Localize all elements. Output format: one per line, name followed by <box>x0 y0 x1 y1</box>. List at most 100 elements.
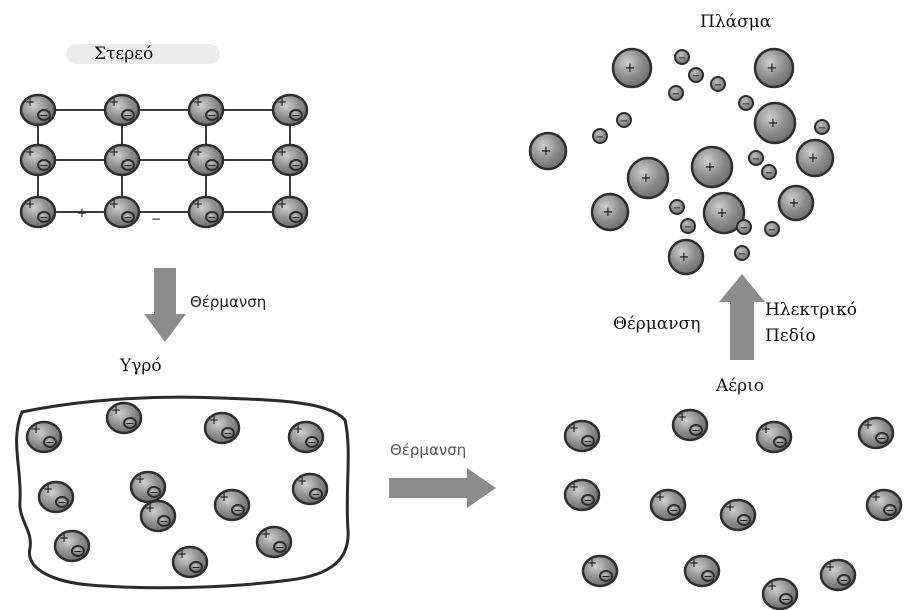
plus-sign: + <box>277 197 287 211</box>
minus-sign: − <box>768 225 776 236</box>
minus-sign: − <box>39 109 48 122</box>
minus-sign: − <box>159 515 168 528</box>
minus-sign: − <box>818 123 826 134</box>
arrow-up-icon <box>719 274 765 360</box>
plus-sign: + <box>43 482 53 496</box>
plus-sign: + <box>603 205 614 220</box>
arrow-down-icon <box>144 268 186 342</box>
plasma-label: Πλάσμα <box>700 12 771 32</box>
plus-sign: + <box>767 579 777 593</box>
plus-sign: + <box>193 145 203 159</box>
minus-sign: − <box>123 211 132 224</box>
minus-sign: − <box>740 223 748 234</box>
minus-sign: − <box>839 574 848 587</box>
minus-sign: − <box>765 168 773 179</box>
heating-down-label: Θέρμανση <box>190 293 266 311</box>
plus-sign: + <box>808 151 819 166</box>
plus-sign: + <box>25 145 35 159</box>
plus-sign: + <box>587 556 597 570</box>
minus-sign: − <box>207 109 216 122</box>
minus-sign: − <box>291 109 300 122</box>
plus-sign: + <box>297 474 307 488</box>
minus-sign: − <box>669 504 678 517</box>
minus-sign: − <box>885 504 894 517</box>
minus-sign: − <box>877 432 886 445</box>
plus-sign: + <box>25 95 35 109</box>
plus-sign: + <box>145 501 155 515</box>
gas-label: Αέριο <box>716 376 764 396</box>
plus-sign: + <box>277 95 287 109</box>
plus-sign: + <box>569 421 579 435</box>
minus-sign: − <box>752 154 760 165</box>
plus-sign: + <box>761 422 771 436</box>
heating-up-label: Θέρμανση <box>613 314 700 334</box>
plus-sign: + <box>109 95 119 109</box>
liquid-label: Υγρό <box>120 356 162 376</box>
plus-sign: + <box>277 145 287 159</box>
minus-sign: − <box>691 424 700 437</box>
minus-sign: − <box>601 570 610 583</box>
heating-right-label: Θέρμανση <box>390 441 466 459</box>
minus-sign: − <box>73 545 82 558</box>
plus-sign: + <box>825 560 835 574</box>
plus-sign: + <box>59 531 69 545</box>
plus-sign: + <box>677 410 687 424</box>
minus-sign: − <box>39 211 48 224</box>
plus-sign: + <box>768 116 779 131</box>
minus-sign: − <box>207 211 216 224</box>
minus-sign: − <box>672 89 680 100</box>
plus-sign: + <box>863 418 873 432</box>
minus-sign: − <box>781 593 790 606</box>
plus-sign: + <box>569 480 579 494</box>
plus-sign: + <box>641 171 652 186</box>
plus-sign: + <box>111 403 121 417</box>
plus-sign: + <box>541 144 552 159</box>
plus-sign: + <box>31 422 41 436</box>
minus-sign: − <box>191 561 200 574</box>
plus-sign: + <box>25 197 35 211</box>
plus-sign: + <box>177 547 187 561</box>
plus-sign: + <box>209 413 219 427</box>
minus-sign: − <box>275 541 284 554</box>
electric-field-label-line2: Πεδίο <box>765 326 816 346</box>
minus-sign: − <box>45 436 54 449</box>
minus-sign: − <box>39 159 48 172</box>
minus-sign: − <box>125 417 134 430</box>
plus-sign: + <box>293 422 303 436</box>
minus-sign: − <box>123 109 132 122</box>
minus-sign: − <box>692 71 700 82</box>
minus-sign: − <box>291 159 300 172</box>
minus-sign: − <box>151 212 161 226</box>
minus-sign: − <box>684 222 692 233</box>
minus-sign: − <box>742 99 750 110</box>
minus-sign: − <box>149 486 158 499</box>
solid-label: Στερεό <box>94 44 153 64</box>
minus-sign: − <box>223 427 232 440</box>
plus-sign: + <box>109 197 119 211</box>
minus-sign: − <box>714 80 722 91</box>
minus-sign: − <box>775 436 784 449</box>
minus-sign: − <box>233 504 242 517</box>
minus-sign: − <box>291 211 300 224</box>
minus-sign: − <box>673 203 681 214</box>
plus-sign: + <box>679 250 690 265</box>
minus-sign: − <box>620 116 628 127</box>
minus-sign: − <box>678 53 686 64</box>
minus-sign: − <box>738 249 746 260</box>
plus-sign: + <box>767 61 778 76</box>
plus-sign: + <box>689 556 699 570</box>
plus-sign: + <box>725 500 735 514</box>
minus-sign: − <box>596 132 604 143</box>
minus-sign: − <box>583 435 592 448</box>
minus-sign: − <box>311 488 320 501</box>
plus-sign: + <box>193 197 203 211</box>
plus-sign: + <box>625 61 636 76</box>
plus-sign: + <box>705 160 716 175</box>
plus-sign: + <box>789 196 800 211</box>
minus-sign: − <box>123 159 132 172</box>
plus-sign: + <box>261 527 271 541</box>
minus-sign: − <box>703 570 712 583</box>
minus-sign: − <box>207 159 216 172</box>
electric-field-label-line1: Ηλεκτρικό <box>765 300 857 320</box>
minus-sign: − <box>307 436 316 449</box>
